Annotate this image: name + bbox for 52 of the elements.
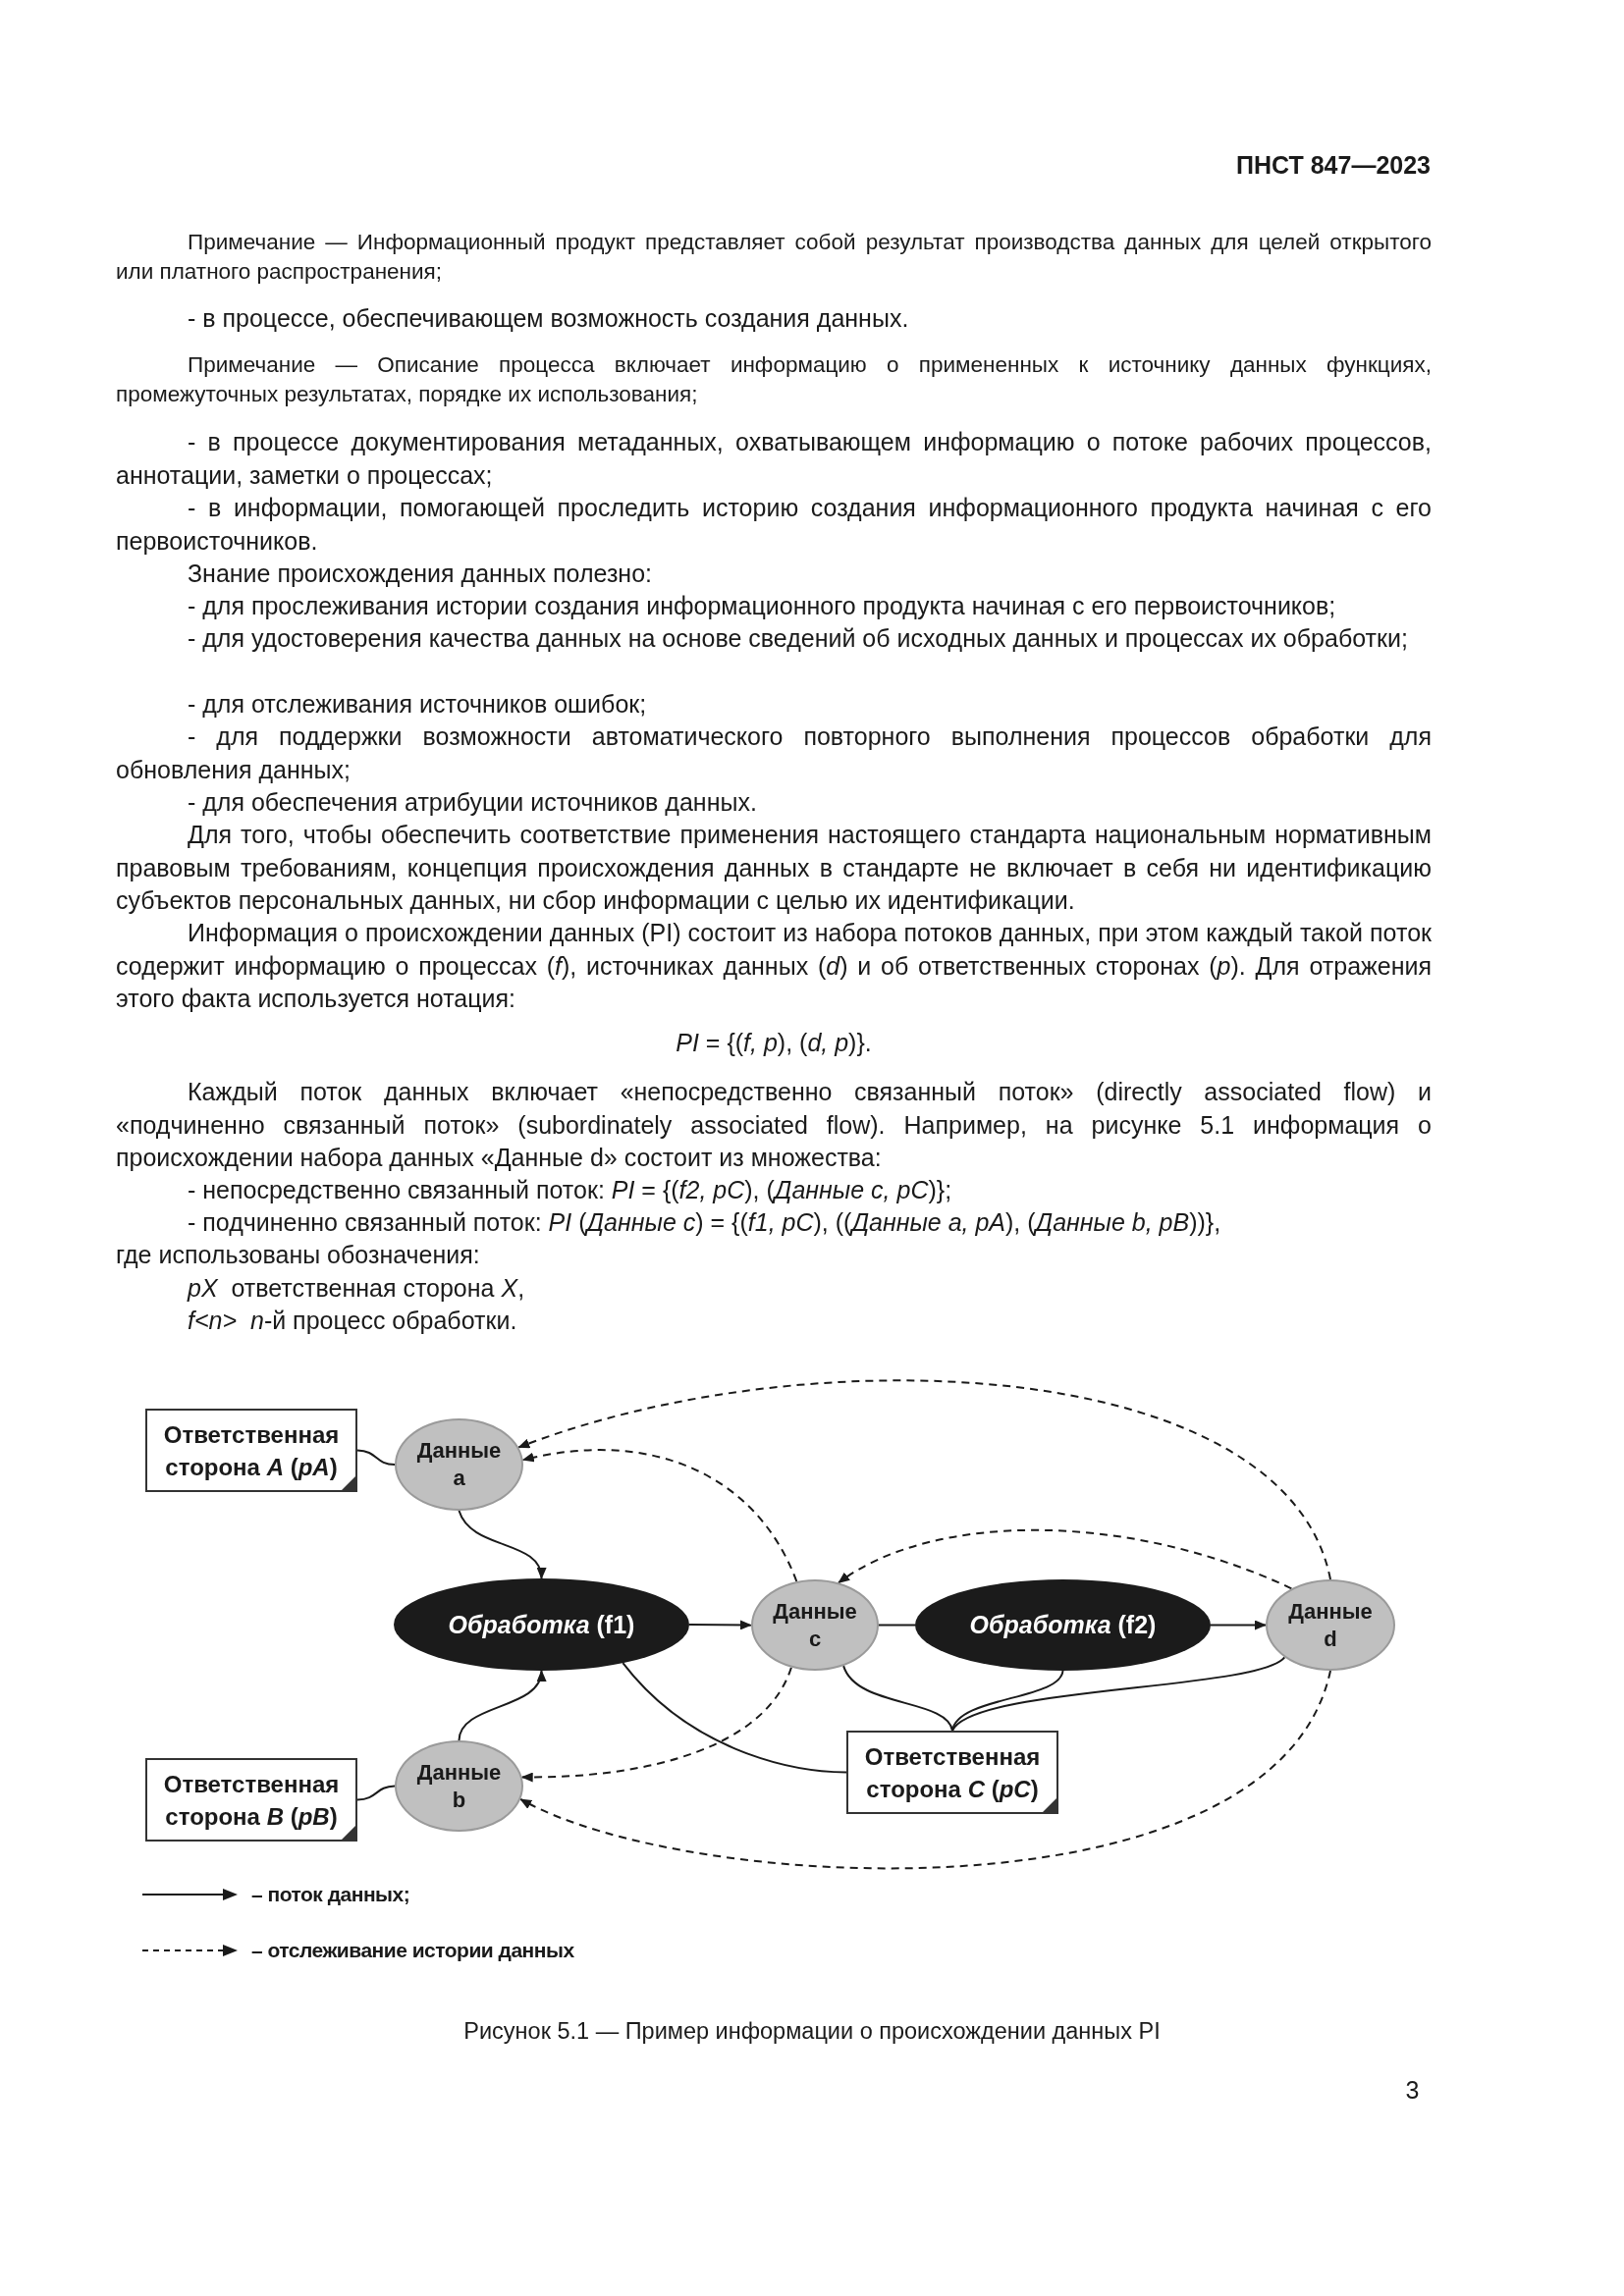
legend-text: – поток данных; (251, 1883, 410, 1906)
arrow (458, 1670, 545, 1741)
connector-line (842, 1665, 953, 1732)
node-label: Обработка (f1) (447, 1610, 636, 1639)
node-label: Обработка (f2) (968, 1611, 1158, 1639)
dashed-arrow (521, 1449, 798, 1582)
note-paragraph: Примечание — Информационный продукт представляет собой результат производства данных для целей открытого или платного распространения; (116, 229, 1432, 286)
note-box (145, 1758, 357, 1842)
list-item: - для обеспечения атрибуции источников данных. (187, 787, 758, 818)
list-item: - в информации, помогающей проследить историю создания информационного продукта начиная с его первоисточников. (116, 493, 1432, 557)
arrow (688, 1620, 752, 1630)
list-item: - для поддержки возможности автоматического повторного выполнения процессов обработки для обновления данных; (116, 721, 1432, 785)
page-number: 3 (1404, 2075, 1421, 2106)
connector-line (878, 1624, 916, 1627)
dashed-arrow (517, 1379, 1331, 1580)
arrow (1210, 1620, 1267, 1630)
node-label: Ответственная сторона C (pC) (863, 1741, 1042, 1804)
dashed-arrow (519, 1670, 1331, 1870)
list-item: - в процессе, обеспечивающем возможность создания данных. (187, 303, 910, 334)
legend-text: – отслеживание истории данных (251, 1939, 574, 1962)
definition-line: pX ответственная сторона X, (186, 1273, 526, 1304)
list-item: - в процессе документирования метаданных, охватывающем информацию о потоке рабочих процессов, аннотации, заметки о процессах; (116, 427, 1432, 491)
list-item: - подчиненно связанный поток: PI (Данные c) = {(f1, pC), ((Данные a, pA), (Данные b, pB))}, (187, 1207, 1222, 1238)
connector-line (622, 1662, 847, 1774)
paragraph: Информация о происхождении данных (PI) состоит из набора потоков данных, при этом каждый такой поток содержит информацию о процессах (f), источниках данных (d) и об ответственных сторонах (p). Для отражения этого факта используется нотация: (116, 918, 1432, 1014)
paragraph: где использованы обозначения: (116, 1240, 481, 1270)
note-paragraph: Примечание — Описание процесса включает информацию о примененных к источнику данных функциях, промежуточных результатах, порядке их использования; (116, 351, 1432, 408)
list-item: - для прослеживания истории создания информационного продукта начиная с его первоисточников; (187, 591, 1337, 621)
node-label: Ответственная сторона B (pB) (162, 1769, 341, 1832)
connector-line (951, 1670, 1064, 1732)
connector-line (356, 1449, 396, 1466)
list-item: - для отслеживания источников ошибок; (187, 689, 648, 720)
node-label: Данные d (1287, 1597, 1374, 1653)
formula: PI = {(f, p), (d, p)}. (675, 1028, 873, 1058)
node-label: Данные a (415, 1437, 503, 1492)
connector-line (951, 1656, 1286, 1732)
paragraph: Знание происхождения данных полезно: (187, 559, 654, 589)
note-box (145, 1409, 357, 1492)
node-label: Данные b (415, 1758, 503, 1814)
arrow (458, 1510, 545, 1579)
connector-line (356, 1785, 396, 1801)
paragraph: Каждый поток данных включает «непосредственно связанный поток» (directly associated flow) и «подчиненно связанный поток» (subordinately associated flow). Например, на рисунке 5.1 информация о происхождении набора данных «Данные d» состоит из множества: (116, 1077, 1432, 1173)
page-header: ПНСТ 847—2023 (1235, 150, 1431, 181)
definition-line: f<n> n-й процесс обработки. (187, 1306, 518, 1336)
node-label: Данные c (772, 1597, 858, 1653)
figure-caption: Рисунок 5.1 — Пример информации о происхождении данных PI (462, 2017, 1162, 2046)
list-item: - для удостоверения качества данных на основе сведений об исходных данных и процессах их обработки; (187, 623, 1409, 654)
node-label: Ответственная сторона A (pA) (162, 1419, 341, 1482)
list-item: - непосредственно связанный поток: PI = {(f2, pC), (Данные c, pC)}; (187, 1175, 953, 1205)
paragraph: Для того, чтобы обеспечить соответствие применения настоящего стандарта национальным нормативным правовым требованиям, концепция происхождения данных в стандарте не включает в себя ни идентификацию субъектов персональных данных, ни сбор информации с целью их идентификации. (116, 820, 1432, 916)
note-box (846, 1731, 1058, 1814)
dashed-arrow (838, 1528, 1293, 1590)
